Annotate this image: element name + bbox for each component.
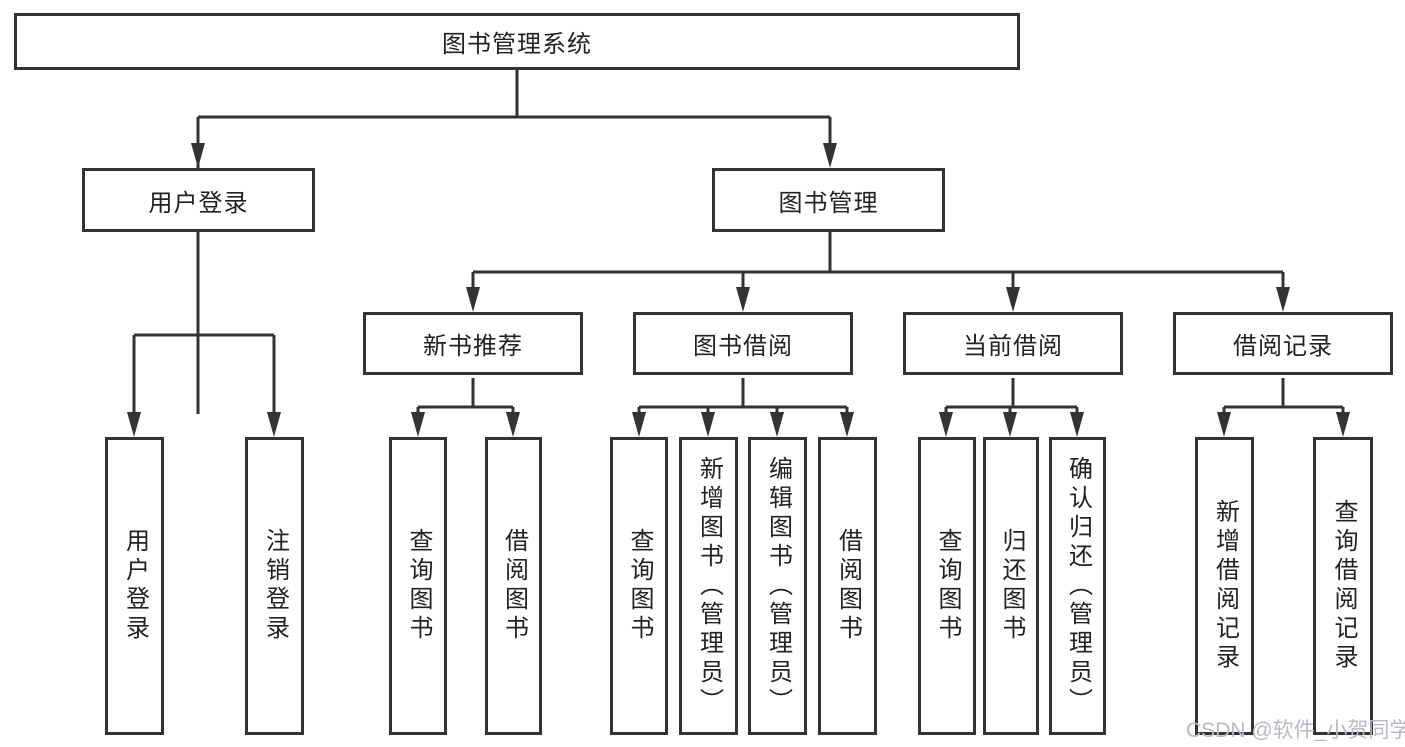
node-label: 确认归还（管理员） xyxy=(1064,455,1092,717)
node-label: 借阅图书 xyxy=(500,528,528,644)
arrowhead-new-rec xyxy=(466,287,480,312)
arrowhead-current-borrow xyxy=(1006,287,1020,312)
node-label: 图书管理系统 xyxy=(442,31,592,58)
arrowhead-cb-search xyxy=(939,412,953,437)
leaf-user-login: 用户登录 xyxy=(105,437,164,735)
arrowhead-book-borrow xyxy=(736,287,750,312)
node-label: 借阅记录 xyxy=(1233,333,1333,360)
leaf-edit-book-admin: 编辑图书（管理员） xyxy=(748,437,807,735)
node-label: 新书推荐 xyxy=(423,333,523,360)
node-book-management: 图书管理 xyxy=(712,168,945,232)
arrowhead-rec-borrow xyxy=(506,412,520,437)
connector-bborrow-to-leaves xyxy=(637,378,849,414)
arrowhead-br-search xyxy=(1336,412,1350,437)
arrowhead-cb-confirm xyxy=(1070,412,1084,437)
csdn-watermark: CSDN @软件_小贺同学 xyxy=(1186,719,1405,742)
node-label: 注销登录 xyxy=(261,528,289,644)
node-label: 图书管理 xyxy=(778,189,879,217)
node-label: 查询图书 xyxy=(934,528,961,644)
leaf-recommend-borrow-book: 借阅图书 xyxy=(485,437,542,735)
leaf-borrow-search-book: 查询图书 xyxy=(610,437,668,735)
connector-brecords-to-leaves xyxy=(1222,378,1345,414)
arrowhead-bb-add xyxy=(701,412,715,437)
connector-bookmgmt-to-level3 xyxy=(471,232,1285,289)
node-label: 新增图书（管理员） xyxy=(695,455,723,717)
arrowhead-leaf-logout xyxy=(267,412,281,437)
arrowhead-rec-search xyxy=(411,412,425,437)
leaf-borrow-book: 借阅图书 xyxy=(818,437,877,735)
node-label: 归还图书 xyxy=(998,528,1025,644)
connector-cborrow-to-leaves xyxy=(944,378,1079,414)
leaf-search-borrow-record: 查询借阅记录 xyxy=(1313,437,1373,735)
node-book-borrow: 图书借阅 xyxy=(633,312,853,375)
node-label: 用户登录 xyxy=(148,189,249,217)
node-system-root: 图书管理系统 xyxy=(14,13,1020,70)
node-label: 借阅图书 xyxy=(834,528,862,644)
leaf-recommend-search-book: 查询图书 xyxy=(389,437,447,735)
node-borrow-records: 借阅记录 xyxy=(1173,312,1393,375)
leaf-confirm-return-admin: 确认归还（管理员） xyxy=(1049,437,1106,735)
leaf-add-borrow-record: 新增借阅记录 xyxy=(1195,437,1254,735)
node-label: 新增借阅记录 xyxy=(1211,499,1239,673)
arrowhead-book-mgmt xyxy=(823,143,837,168)
arrowhead-leaf-user-login xyxy=(127,412,141,437)
leaf-logout: 注销登录 xyxy=(245,437,304,735)
arrowhead-borrow-records xyxy=(1276,287,1290,312)
node-label: 查询借阅记录 xyxy=(1330,499,1357,673)
connector-userlogin-to-leaves xyxy=(132,232,276,414)
arrowhead-bb-search xyxy=(632,412,646,437)
arrowhead-br-add xyxy=(1217,412,1231,437)
node-new-book-recommend: 新书推荐 xyxy=(363,312,583,375)
leaf-return-book: 归还图书 xyxy=(983,437,1039,735)
node-user-login: 用户登录 xyxy=(82,168,315,232)
node-label: 查询图书 xyxy=(626,528,653,644)
node-label: 图书借阅 xyxy=(693,333,793,360)
node-label: 当前借阅 xyxy=(963,333,1063,360)
node-label: 查询图书 xyxy=(405,528,432,644)
arrowhead-bb-edit xyxy=(770,412,784,437)
leaf-current-search-book: 查询图书 xyxy=(918,437,976,735)
node-current-borrow: 当前借阅 xyxy=(903,312,1123,375)
connector-newrec-to-leaves xyxy=(416,378,515,414)
arrowhead-cb-return xyxy=(1003,412,1017,437)
node-label: 编辑图书（管理员） xyxy=(764,455,792,717)
leaf-add-book-admin: 新增图书（管理员） xyxy=(679,437,738,735)
node-label: 用户登录 xyxy=(121,528,149,644)
arrowhead-bb-borrow xyxy=(840,412,854,437)
arrowhead-user-login xyxy=(191,143,205,168)
